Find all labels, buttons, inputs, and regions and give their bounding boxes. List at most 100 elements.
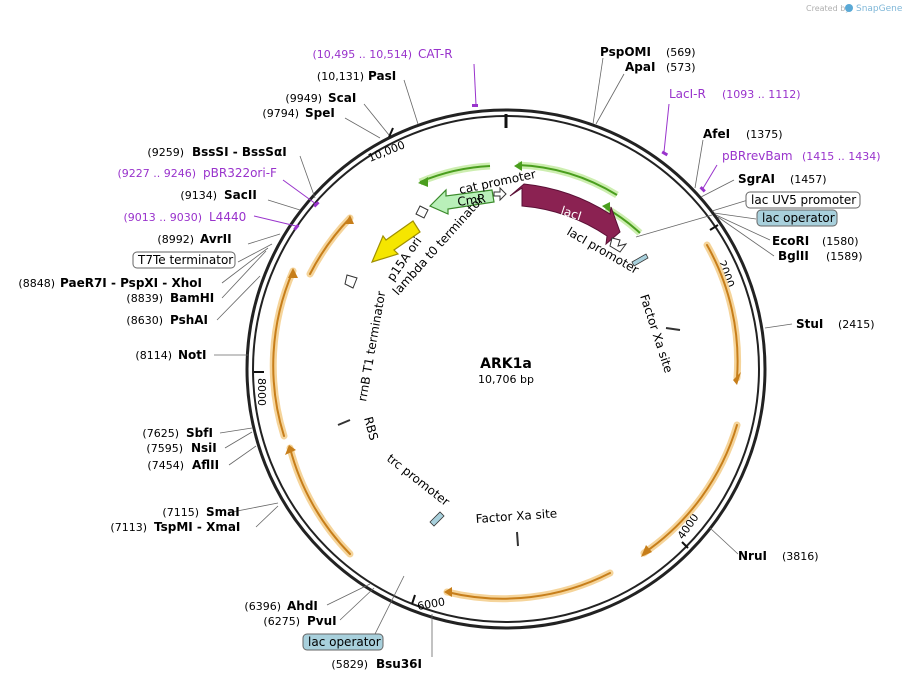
site-pos: (9134) [180,189,217,202]
cat-promoter-arrow [493,186,507,202]
site-pos: (3816) [782,550,819,563]
primer-markers [293,104,706,231]
lac-uv5-promoter-label: lac UV5 promoter [751,193,856,207]
site-pos: (1375) [746,128,783,141]
site-pos: (2415) [838,318,875,331]
factor-xa-label-bottom: Factor Xa site [475,506,557,526]
primer-name: pBRrevBam [722,149,793,163]
site-pos: (6275) [263,615,300,628]
site-pos: (1589) [826,250,863,263]
orf-arrowhead [345,215,354,224]
primer-range: (10,495 .. 10,514) [312,48,412,61]
site-name: SbfI [186,426,213,440]
site-pos: (7595) [146,442,183,455]
factor-xa-marker [665,327,681,331]
lac-uv5-promoter-box [745,191,861,209]
rrnb-terminator-label: rrnB T1 terminator [355,290,388,402]
primer-range: (9013 .. 9030) [123,211,202,224]
cmr-feature[interactable] [428,188,495,215]
site-name: SacII [224,188,257,202]
site-name: PshAI [170,313,208,327]
snapgene-logo-icon [845,4,853,12]
left-leader-lines [214,79,433,657]
ruler-label-10000: 10,000 [366,138,407,164]
rrnb-terminator-marker [344,274,358,289]
orf-arrowhead [288,268,298,278]
site-pos: (8114) [135,349,172,362]
site-name: BglII [778,249,809,263]
site-pos: (7625) [142,427,179,440]
green-arrowhead [514,161,522,171]
site-pos: (8630) [126,314,163,327]
site-name: NsiI [191,441,217,455]
site-pos: (573) [666,61,696,74]
ruler-tick [681,541,689,549]
orf-arcs [269,214,742,603]
site-name: SgrAI [738,172,775,186]
trc-promoter-marker [429,511,445,527]
ruler-label-6000: 6000 [416,595,446,613]
factor-xa-label-right: Factor Xa site [637,293,676,375]
site-pos: (10,131) [317,70,364,83]
lambda-terminator-marker [415,205,429,219]
primer-range: (1093 .. 1112) [722,88,801,101]
site-pos: (1580) [822,235,859,248]
site-name: Bsu36I [376,657,422,671]
site-name: PasI [368,69,396,83]
site-name: ApaI [625,60,655,74]
backbone-outer-ring [245,108,767,630]
site-name: SmaI [206,505,240,519]
site-name: SpeI [305,106,335,120]
site-pos: (9259) [147,146,184,159]
site-name: AflII [192,458,219,472]
site-name: BssSI - BssSαI [192,145,287,159]
site-pos: (9794) [262,107,299,120]
site-name: AhdI [287,599,318,613]
site-name: PvuI [307,614,337,628]
site-name: AfeI [703,127,730,141]
rbs-label: RBS [361,415,381,442]
ruler-tick [411,594,416,605]
right-leader-lines [592,57,793,555]
lac-operator-box-bottom [302,633,384,651]
site-name: ScaI [328,91,356,105]
plasmid-length: 10,706 bp [478,373,534,386]
laci-feature[interactable] [509,183,621,246]
site-pos: (8839) [126,292,163,305]
green-arrowhead [418,177,428,187]
t7te-terminator-label: T7Te terminator [137,253,233,267]
trc-promoter-label: trc promoter [384,451,452,509]
primer-name: pBR322ori-F [203,166,277,180]
ruler-tick [709,224,719,231]
site-name: NotI [178,348,207,362]
laci-promoter-arrow [609,237,628,253]
factor-xa-marker [516,531,519,547]
site-name: AvrII [200,232,232,246]
site-name: NruI [738,549,767,563]
site-name: StuI [796,317,823,331]
site-pos: (7115) [162,506,199,519]
primer-range: (1415 .. 1434) [802,150,881,163]
site-pos: (8848) [18,277,55,290]
watermark-brand: SnapGene [856,4,903,14]
site-name: PaeR7I - PspXI - XhoI [60,276,202,290]
site-pos: (8992) [157,233,194,246]
site-name: EcoRI [772,234,809,248]
primer-range: (9227 .. 9246) [117,167,196,180]
orf-arrowhead [641,545,652,557]
green-arrowhead [602,202,610,212]
site-pos: (569) [666,46,696,59]
lac-operator-label-bottom: lac operator [308,635,381,649]
primer-lines [253,63,718,227]
site-pos: (9949) [285,92,322,105]
rbs-marker [337,419,351,426]
primer-name: LacI-R [669,87,706,101]
site-pos: (5829) [331,658,368,671]
ruler-tick [388,127,394,138]
p15a-ori-feature[interactable] [370,220,421,263]
site-name: PspOMI [600,45,651,59]
t7te-terminator-box [132,251,236,269]
watermark-created-by: Created by [806,4,850,13]
lac-operator-label-top: lac operator [762,211,835,225]
